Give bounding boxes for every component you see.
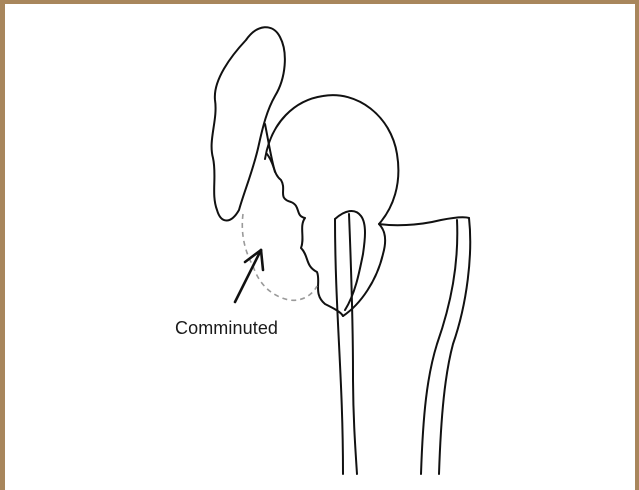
shaft-left-cortex — [335, 219, 343, 474]
femoral-head — [265, 95, 398, 224]
greater-trochanter-fragment — [212, 27, 285, 220]
shaft-right-cortex — [439, 218, 470, 474]
shaft-left-inner — [349, 214, 357, 474]
hip-fracture-sketch — [5, 4, 639, 490]
comminuted-label: Comminuted — [175, 318, 278, 339]
fracture-line — [267, 154, 343, 316]
arrow-icon — [235, 250, 263, 302]
